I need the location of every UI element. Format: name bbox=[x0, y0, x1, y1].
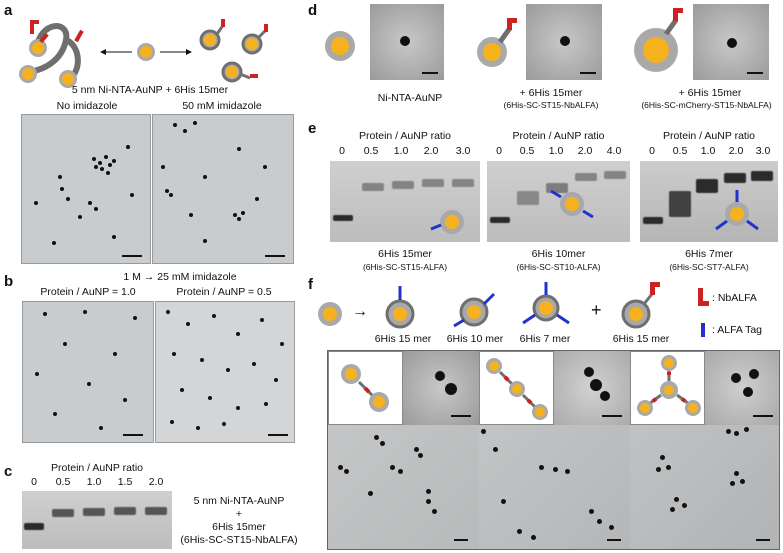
panel-e-gel3-lanes: 0 0.5 1.0 2.0 3.0 bbox=[640, 145, 778, 159]
panel-e-gel1-lanes: 0 0.5 1.0 2.0 3.0 bbox=[330, 145, 480, 159]
lane-label: 0.5 bbox=[667, 145, 693, 157]
lane-label: 0.5 bbox=[514, 145, 540, 157]
alfa-tag-legend-icon bbox=[698, 322, 708, 338]
panel-f-em-trimer-linear bbox=[479, 425, 630, 549]
lane-label: 0 bbox=[22, 476, 46, 488]
panel-f-item-2: 6His 10 mer bbox=[440, 333, 510, 345]
lane-label: 1.0 bbox=[695, 145, 721, 157]
panel-f-schem-trimer-linear bbox=[479, 351, 554, 425]
panel-d-np-mcherry-icon bbox=[630, 6, 690, 78]
panel-e-gel2-caption: 6His 10mer bbox=[487, 248, 630, 260]
panel-f-image-grid bbox=[327, 350, 780, 550]
panel-c-lanes: 0 0.5 1.0 1.5 2.0 bbox=[22, 476, 172, 490]
legend-nbalfa-label: : NbALFA bbox=[712, 292, 757, 304]
panel-e-gel3-title: Protein / AuNP ratio bbox=[640, 130, 778, 142]
panel-f-item-1: 6His 15 mer bbox=[368, 333, 438, 345]
lane-label: 2.0 bbox=[144, 476, 168, 488]
panel-c-caption-3: 6His 15mer bbox=[180, 521, 298, 533]
panel-b-em-left bbox=[22, 301, 154, 443]
panel-a-left-title: No imidazole bbox=[22, 100, 152, 112]
panel-b-caption: 1 M → 25 mM imidazole bbox=[80, 271, 280, 283]
lane-label: 4.0 bbox=[601, 145, 627, 157]
lane-label: 2.0 bbox=[572, 145, 598, 157]
lane-label: 0 bbox=[487, 145, 511, 157]
panel-d-sub-2: (6His-SC-ST15-NbALFA) bbox=[486, 100, 616, 110]
panel-f-item-4: 6His 15 mer bbox=[606, 333, 676, 345]
lane-label: 2.0 bbox=[723, 145, 749, 157]
panel-e-gel3 bbox=[640, 161, 778, 242]
panel-e-gel2-title: Protein / AuNP ratio bbox=[487, 130, 630, 142]
panel-b-em-right bbox=[155, 301, 295, 443]
panel-d-np-15mer-icon bbox=[474, 16, 524, 76]
panel-d-caption-1: Ni-NTA-AuNP bbox=[360, 92, 460, 104]
panel-e-gel1-sub: (6His-SC-ST15-ALFA) bbox=[330, 262, 480, 272]
panel-label-b: b bbox=[4, 273, 13, 290]
panel-e-gel1-caption: 6His 15mer bbox=[330, 248, 480, 260]
panel-label-c: c bbox=[4, 463, 12, 480]
nbalfa-legend-icon bbox=[696, 286, 710, 308]
panel-a-em-left bbox=[21, 114, 151, 264]
panel-f-schem-dimer bbox=[328, 351, 403, 425]
panel-f-10mer-icon bbox=[450, 282, 500, 332]
panel-a-em-right bbox=[152, 114, 294, 264]
panel-d-tem-3 bbox=[693, 4, 769, 80]
panel-d-caption-2: + 6His 15mer bbox=[486, 87, 616, 99]
panel-d-tem-1 bbox=[370, 4, 444, 80]
lane-label: 1.0 bbox=[388, 145, 414, 157]
panel-b-left-title: Protein / AuNP = 1.0 bbox=[22, 286, 154, 298]
lane-label: 3.0 bbox=[450, 145, 476, 157]
panel-e-gel2-sub: (6His-SC-ST10-ALFA) bbox=[487, 262, 630, 272]
lane-label: 1.0 bbox=[543, 145, 569, 157]
panel-e-gel3-caption: 6His 7mer bbox=[640, 248, 778, 260]
panel-f-arrow: → bbox=[352, 303, 368, 321]
panel-c-caption-4: (6His-SC-ST15-NbALFA) bbox=[180, 534, 298, 546]
panel-a-caption: 5 nm Ni-NTA-AuNP + 6His 15mer bbox=[60, 84, 240, 96]
panel-f-tem-dimer bbox=[403, 351, 479, 425]
panel-e-gel3-sub: (6His-SC-ST7-ALFA) bbox=[640, 262, 778, 272]
panel-f-nbalfa-icon bbox=[616, 280, 666, 332]
panel-f-tem-trimer-linear bbox=[554, 351, 630, 425]
gel3-np-icon bbox=[710, 187, 764, 241]
panel-f-em-dimer bbox=[328, 425, 479, 549]
panel-d-sub-3: (6His-SC-mCherry-ST15-NbALFA) bbox=[630, 100, 783, 110]
panel-c-ratio-title: Protein / AuNP ratio bbox=[22, 462, 172, 474]
gel1-np-icon bbox=[428, 205, 472, 239]
panel-label-f: f bbox=[308, 276, 313, 293]
panel-b-right-title: Protein / AuNP = 0.5 bbox=[154, 286, 294, 298]
panel-d-np-icon bbox=[322, 26, 362, 66]
lane-label: 0 bbox=[330, 145, 354, 157]
lane-label: 3.0 bbox=[750, 145, 776, 157]
lane-label: 1.5 bbox=[113, 476, 137, 488]
panel-label-e: e bbox=[308, 120, 316, 137]
panel-f-15mer-icon bbox=[380, 282, 426, 332]
panel-label-d: d bbox=[308, 2, 317, 19]
lane-label: 0 bbox=[640, 145, 664, 157]
legend-alfa-label: : ALFA Tag bbox=[712, 324, 762, 336]
panel-f-plus: + bbox=[591, 300, 602, 321]
panel-c-caption-1: 5 nm Ni-NTA-AuNP bbox=[180, 495, 298, 507]
lane-label: 0.5 bbox=[358, 145, 384, 157]
panel-e-gel1-title: Protein / AuNP ratio bbox=[330, 130, 480, 142]
panel-a-right-title: 50 mM imidazole bbox=[152, 100, 292, 112]
panel-f-em-trimer-star bbox=[630, 425, 779, 549]
panel-f-np-icon bbox=[316, 300, 346, 330]
gel2-np-icon bbox=[547, 179, 597, 229]
panel-f-tem-trimer-star bbox=[705, 351, 779, 425]
panel-d-tem-2 bbox=[526, 4, 602, 80]
panel-c-caption-2: + bbox=[180, 508, 298, 520]
panel-f-7mer-icon bbox=[518, 278, 574, 334]
panel-d-caption-3: + 6His 15mer bbox=[640, 87, 780, 99]
panel-f-schem-trimer-star bbox=[630, 351, 705, 425]
panel-f-item-3: 6His 7 mer bbox=[510, 333, 580, 345]
panel-c-gel bbox=[22, 491, 172, 549]
lane-label: 2.0 bbox=[418, 145, 444, 157]
panel-e-gel1 bbox=[330, 161, 480, 242]
panel-e-gel2 bbox=[487, 161, 630, 242]
lane-label: 0.5 bbox=[51, 476, 75, 488]
panel-e-gel2-lanes: 0 0.5 1.0 2.0 4.0 bbox=[487, 145, 630, 159]
lane-label: 1.0 bbox=[82, 476, 106, 488]
